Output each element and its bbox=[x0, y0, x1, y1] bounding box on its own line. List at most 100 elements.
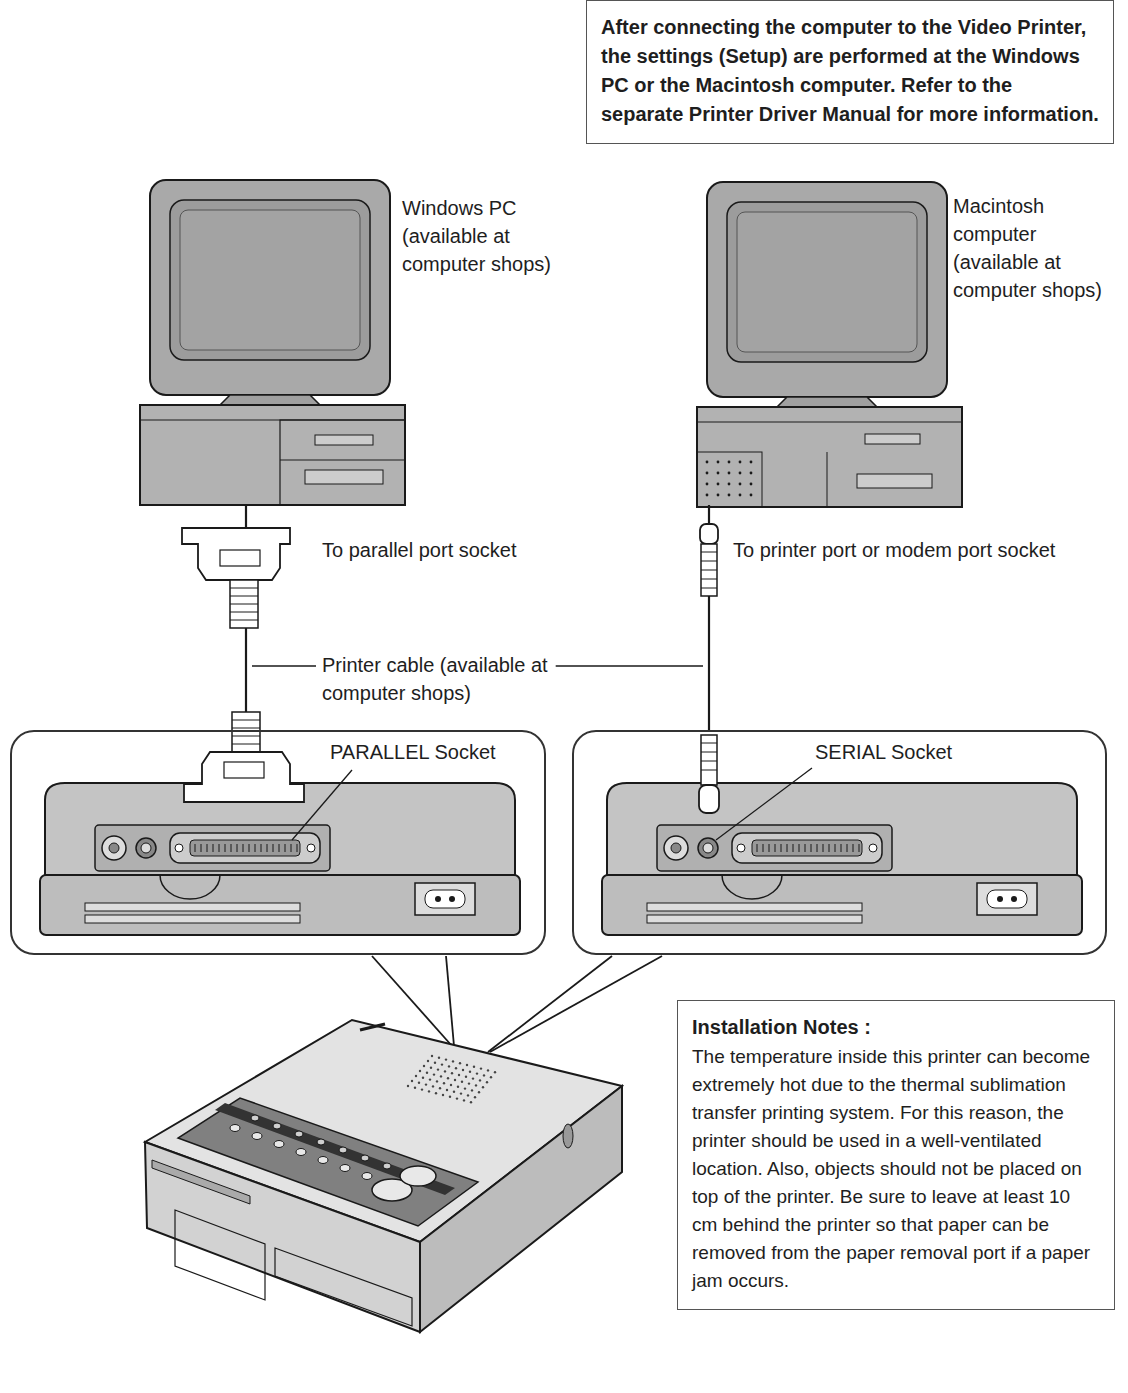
speaker-hole bbox=[449, 1096, 451, 1098]
socket-pin bbox=[201, 844, 202, 852]
socket-pin bbox=[213, 844, 214, 852]
serial-socket bbox=[136, 838, 156, 858]
plug-body bbox=[184, 752, 304, 802]
node-label: Windows PC (available at computer shops) bbox=[402, 194, 577, 278]
grille-hole bbox=[706, 494, 709, 497]
speaker-hole bbox=[467, 1094, 469, 1096]
speaker-hole bbox=[480, 1067, 482, 1069]
monitor-stand bbox=[220, 395, 320, 405]
plug-tip bbox=[699, 785, 719, 813]
speaker-hole bbox=[471, 1089, 473, 1091]
socket-pin bbox=[847, 844, 848, 852]
leader-line bbox=[292, 770, 352, 840]
speaker-hole bbox=[486, 1081, 488, 1083]
note-text: After connecting the computer to the Vid… bbox=[601, 13, 1099, 129]
speaker-hole bbox=[461, 1081, 463, 1083]
note-heading: Installation Notes : bbox=[692, 1013, 1100, 1041]
parallel-plug bbox=[182, 528, 290, 628]
speaker-hole bbox=[460, 1092, 462, 1094]
speaker-hole bbox=[414, 1087, 416, 1089]
speaker-hole bbox=[407, 1085, 409, 1087]
socket-pin bbox=[799, 844, 800, 852]
socket-pin bbox=[763, 844, 764, 852]
plug-label bbox=[220, 550, 260, 566]
paper-port bbox=[722, 875, 782, 899]
speaker-hole bbox=[472, 1077, 474, 1079]
front-door bbox=[175, 1210, 265, 1300]
strain-relief bbox=[230, 580, 258, 628]
control-button bbox=[252, 1133, 262, 1140]
speaker-hole bbox=[494, 1071, 496, 1073]
plug-rib bbox=[701, 588, 717, 589]
callout-panel: PARALLEL Socket bbox=[10, 730, 546, 955]
speaker-hole bbox=[419, 1070, 421, 1072]
grille-hole bbox=[706, 483, 709, 486]
plug-rib bbox=[701, 570, 717, 571]
node-label: SERIAL Socket bbox=[815, 738, 1015, 766]
control-button bbox=[339, 1147, 347, 1153]
computer-case bbox=[140, 405, 405, 505]
speaker-hole bbox=[479, 1079, 481, 1081]
video-socket bbox=[109, 843, 119, 853]
speaker-hole bbox=[478, 1091, 480, 1093]
screen bbox=[737, 212, 917, 352]
socket-pin bbox=[279, 844, 280, 852]
speaker-hole bbox=[487, 1069, 489, 1071]
grille-hole bbox=[717, 494, 720, 497]
socket-pin bbox=[255, 844, 256, 852]
grille-hole bbox=[717, 461, 720, 464]
speaker-hole bbox=[432, 1085, 434, 1087]
speaker-hole bbox=[469, 1071, 471, 1073]
plug-rib bbox=[701, 579, 717, 580]
speaker-hole bbox=[434, 1062, 436, 1064]
speaker-hole bbox=[452, 1060, 454, 1062]
plug-rib bbox=[701, 770, 717, 771]
socket-pin bbox=[237, 844, 238, 852]
note-box: Installation Notes :The temperature insi… bbox=[677, 1000, 1115, 1310]
strain-relief-rib bbox=[230, 588, 258, 589]
video-printer bbox=[145, 1020, 622, 1332]
speaker-hole bbox=[473, 1066, 475, 1068]
control-button bbox=[383, 1163, 391, 1169]
monitor-stand bbox=[777, 397, 877, 407]
speaker-hole bbox=[462, 1069, 464, 1071]
parallel-plug bbox=[184, 712, 304, 802]
speaker-hole bbox=[475, 1084, 477, 1086]
control-button bbox=[296, 1149, 306, 1156]
socket-pin bbox=[811, 844, 812, 852]
parallel-socket bbox=[190, 840, 300, 856]
strain-relief-rib bbox=[230, 596, 258, 597]
speaker-hole bbox=[438, 1057, 440, 1059]
power-pin bbox=[1011, 896, 1017, 902]
speaker-hole bbox=[448, 1065, 450, 1067]
power-inlet bbox=[987, 890, 1027, 908]
screw bbox=[307, 844, 315, 852]
speaker-hole bbox=[433, 1073, 435, 1075]
speaker-hole bbox=[442, 1094, 444, 1096]
plug-rib bbox=[701, 552, 717, 553]
computer-illustration bbox=[140, 180, 405, 505]
power-pin bbox=[997, 896, 1003, 902]
speaker-hole bbox=[444, 1070, 446, 1072]
plug-label bbox=[224, 762, 264, 778]
speaker-hole bbox=[482, 1086, 484, 1088]
speaker-hole bbox=[465, 1076, 467, 1078]
speaker-hole bbox=[430, 1067, 432, 1069]
leader-line bbox=[252, 665, 316, 666]
speaker-hole bbox=[474, 1096, 476, 1098]
speaker-hole bbox=[411, 1080, 413, 1082]
speaker-hole bbox=[464, 1087, 466, 1089]
display-strip bbox=[215, 1103, 455, 1195]
vent-slot bbox=[85, 903, 300, 911]
top-detail bbox=[360, 1024, 385, 1030]
printer-base bbox=[602, 875, 1082, 935]
socket-pin bbox=[273, 844, 274, 852]
strain-relief-rib bbox=[230, 612, 258, 613]
strain-relief-rib bbox=[232, 744, 260, 745]
speaker-hole bbox=[425, 1083, 427, 1085]
speaker-hole bbox=[446, 1089, 448, 1091]
socket-pin bbox=[859, 844, 860, 852]
power-pin bbox=[449, 896, 455, 902]
socket-pin bbox=[285, 844, 286, 852]
socket-pin bbox=[243, 844, 244, 852]
